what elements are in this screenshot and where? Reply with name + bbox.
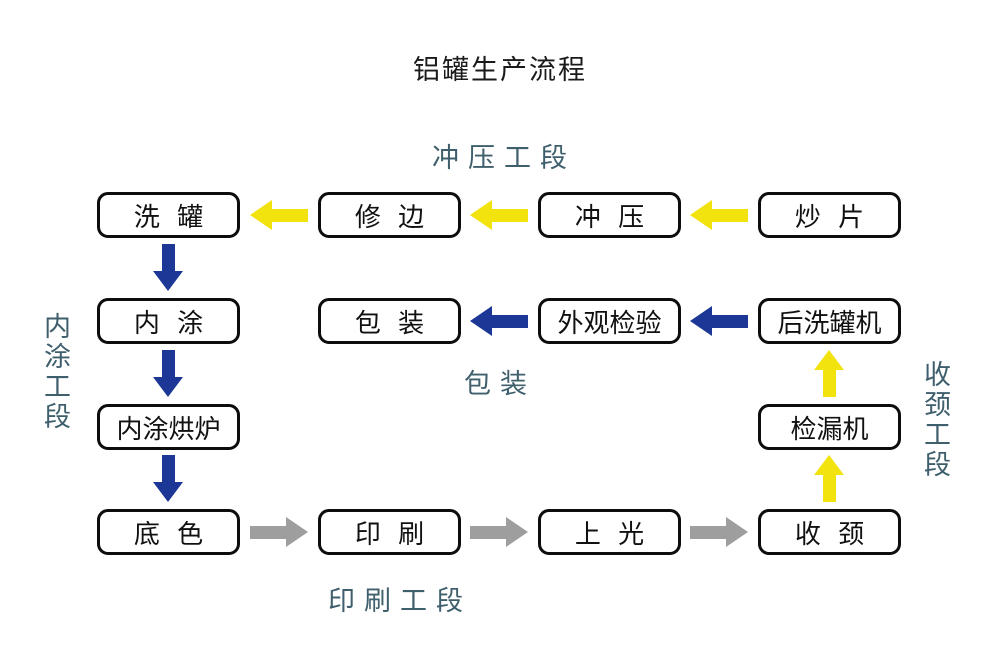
box-packaging: 包 装 <box>318 298 461 344</box>
section-label-necking: 收颈工段 <box>920 360 950 480</box>
arrow-inspection-to-packaging-icon <box>470 306 528 336</box>
arrow-wash-to-innercoat-icon <box>153 244 183 291</box>
box-trim: 修 边 <box>318 192 461 238</box>
box-inner-coat: 内 涂 <box>97 298 240 344</box>
section-label-packaging: 包装 <box>464 369 536 399</box>
arrow-postwash-to-inspection-icon <box>690 306 748 336</box>
arrow-stamp-to-trim-icon <box>470 200 528 230</box>
box-inner-coat-oven: 内涂烘炉 <box>97 404 240 450</box>
arrow-printing-to-varnish-icon <box>470 517 528 547</box>
box-post-wash-machine: 后洗罐机 <box>758 298 901 344</box>
box-base-color: 底 色 <box>97 509 240 555</box>
box-stamp: 冲 压 <box>538 192 681 238</box>
box-necking: 收 颈 <box>758 509 901 555</box>
arrow-varnish-to-necking-icon <box>690 517 748 547</box>
box-leak-detector: 检漏机 <box>758 404 901 450</box>
arrow-trim-to-wash-icon <box>250 200 308 230</box>
box-wash-can: 洗 罐 <box>97 192 240 238</box>
box-varnish: 上 光 <box>538 509 681 555</box>
box-printing: 印 刷 <box>318 509 461 555</box>
arrow-oven-to-basecolor-icon <box>153 455 183 502</box>
box-visual-inspection: 外观检验 <box>538 298 681 344</box>
page-title: 铝罐生产流程 <box>413 55 587 85</box>
arrow-fry-to-stamp-icon <box>690 200 748 230</box>
arrow-necking-to-leakdetector-icon <box>814 455 844 502</box>
arrow-leakdetector-to-postwash-icon <box>814 350 844 397</box>
arrow-basecolor-to-printing-icon <box>250 517 308 547</box>
box-fry-sheet: 炒 片 <box>758 192 901 238</box>
section-label-stamping: 冲压工段 <box>432 143 576 173</box>
section-label-inner-coating: 内涂工段 <box>40 312 70 432</box>
section-label-printing: 印刷工段 <box>328 586 472 616</box>
arrow-innercoat-to-oven-icon <box>153 350 183 397</box>
